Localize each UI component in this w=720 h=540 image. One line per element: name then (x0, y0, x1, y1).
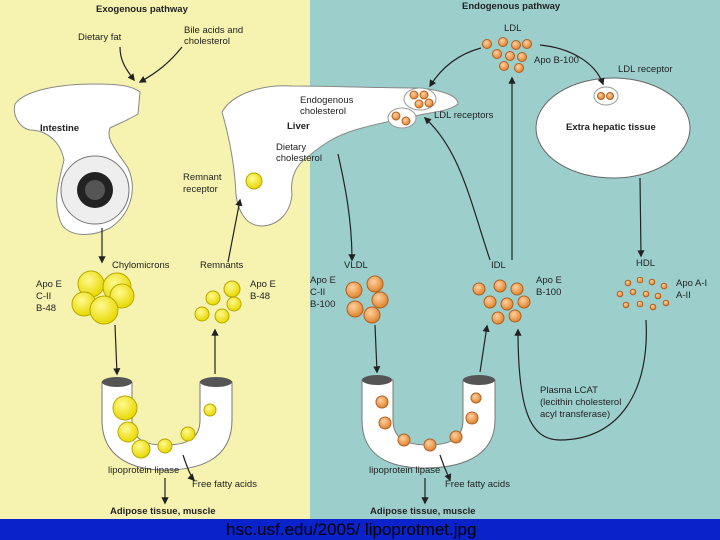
vldl-to-capillary-arrow (373, 324, 381, 374)
ldl-receptor-particles (593, 86, 619, 106)
chylomicron-particles (71, 270, 135, 325)
endo-tissue-label: Adipose tissue, muscle (370, 506, 476, 517)
vldl-apo-2: C-II (310, 287, 325, 298)
bile-acids-label-1: Bile acids and (184, 25, 243, 36)
extrahepatic-tissue-label: Extra hepatic tissue (566, 122, 656, 133)
extrahepatic-tissue-oval (535, 77, 691, 179)
endo-lipase-label: lipoprotein lipase (369, 465, 440, 476)
remnant-receptor-label-2: receptor (183, 184, 218, 195)
endogenous-capillary (361, 375, 496, 469)
exogenous-capillary (101, 377, 233, 471)
dietary-fat-arrow (119, 46, 135, 82)
pathway-arrows (98, 44, 647, 505)
endogenous-cholesterol-label-1: Endogenous (300, 95, 354, 106)
idl-apo-1: Apo E (536, 275, 562, 286)
idl-label: IDL (491, 260, 506, 271)
ldl-to-liver-arrow (429, 47, 482, 88)
dietary-cholesterol-label-2: cholesterol (276, 153, 322, 164)
ldl-receptor-label: LDL receptor (618, 64, 673, 75)
apo-b100-label: Apo B-100 (534, 55, 579, 66)
vldl-label: VLDL (344, 260, 368, 271)
intestine-illustration (13, 83, 141, 235)
hdl-apo-2: A-II (676, 290, 691, 301)
bile-acids-label-2: cholesterol (184, 36, 230, 47)
hdl-apo-1: Apo A-I (676, 278, 707, 289)
lcat-label-2: (lecithin cholesterol (540, 397, 621, 408)
vldl-apo-1: Apo E (310, 275, 336, 286)
chylo-apo-3: B-48 (36, 303, 56, 314)
tissue-to-hdl-arrow (637, 177, 645, 258)
lipoprotein-pathway-diagram: Exogenous pathway Endogenous pathway Die… (0, 0, 720, 519)
ldl-receptors-label: LDL receptors (434, 110, 494, 121)
lcat-label-1: Plasma LCAT (540, 385, 598, 396)
exo-ffa-arrow (182, 454, 196, 482)
remnant-apo-1: Apo E (250, 279, 276, 290)
dietary-fat-label: Dietary fat (78, 32, 122, 43)
intestine-label: Intestine (40, 123, 79, 134)
exo-ffa-label: Free fatty acids (192, 479, 257, 490)
endogenous-cholesterol-label-2: cholesterol (300, 106, 346, 117)
caption-bar: hsc.usf.edu/2005/ lipoprotmet.jpg (0, 519, 720, 540)
exogenous-panel (0, 0, 310, 519)
remnant-to-liver-arrow (227, 198, 243, 263)
ldl-label: LDL (504, 23, 521, 34)
liver-illustration (221, 85, 459, 227)
liver-ldl-particles (387, 87, 437, 129)
exo-lipase-label: lipoprotein lipase (108, 465, 179, 476)
dietary-cholesterol-label-1: Dietary (276, 142, 306, 153)
endo-ffa-arrow (439, 454, 452, 482)
remnant-apo-2: B-48 (250, 291, 270, 302)
remnant-particles (194, 280, 242, 324)
bile-acids-arrow (138, 46, 183, 83)
idl-particles (472, 279, 531, 325)
chylo-to-capillary-arrow (113, 324, 121, 376)
remnant-receptor-particle (245, 172, 263, 190)
capillary-to-idl-arrow (479, 324, 490, 373)
ldl-to-receptor-arrow (539, 44, 605, 86)
idl-to-liver-arrow (423, 117, 491, 261)
ldl-particles (482, 37, 532, 73)
remnant-receptor-label-1: Remnant (183, 172, 222, 183)
liver-to-vldl-arrow (337, 153, 356, 262)
endo-ffa-label: Free fatty acids (445, 479, 510, 490)
exogenous-title: Exogenous pathway (96, 4, 189, 15)
chylo-apo-2: C-II (36, 291, 51, 302)
hdl-lcat-arrow (514, 319, 647, 441)
chylomicrons-label: Chylomicrons (112, 260, 170, 271)
idl-apo-2: B-100 (536, 287, 561, 298)
caption-text: hsc.usf.edu/2005/ lipoprotmet.jpg (226, 520, 477, 539)
exo-tissue-label: Adipose tissue, muscle (110, 506, 216, 517)
remnants-label: Remnants (200, 260, 244, 271)
hdl-particles (616, 276, 670, 311)
vldl-apo-3: B-100 (310, 299, 335, 310)
lcat-label-3: acyl transferase) (540, 409, 610, 420)
vldl-particles (345, 275, 389, 324)
endogenous-title: Endogenous pathway (462, 1, 561, 12)
liver-label: Liver (287, 121, 310, 132)
hdl-label: HDL (636, 258, 655, 269)
chylo-apo-1: Apo E (36, 279, 62, 290)
